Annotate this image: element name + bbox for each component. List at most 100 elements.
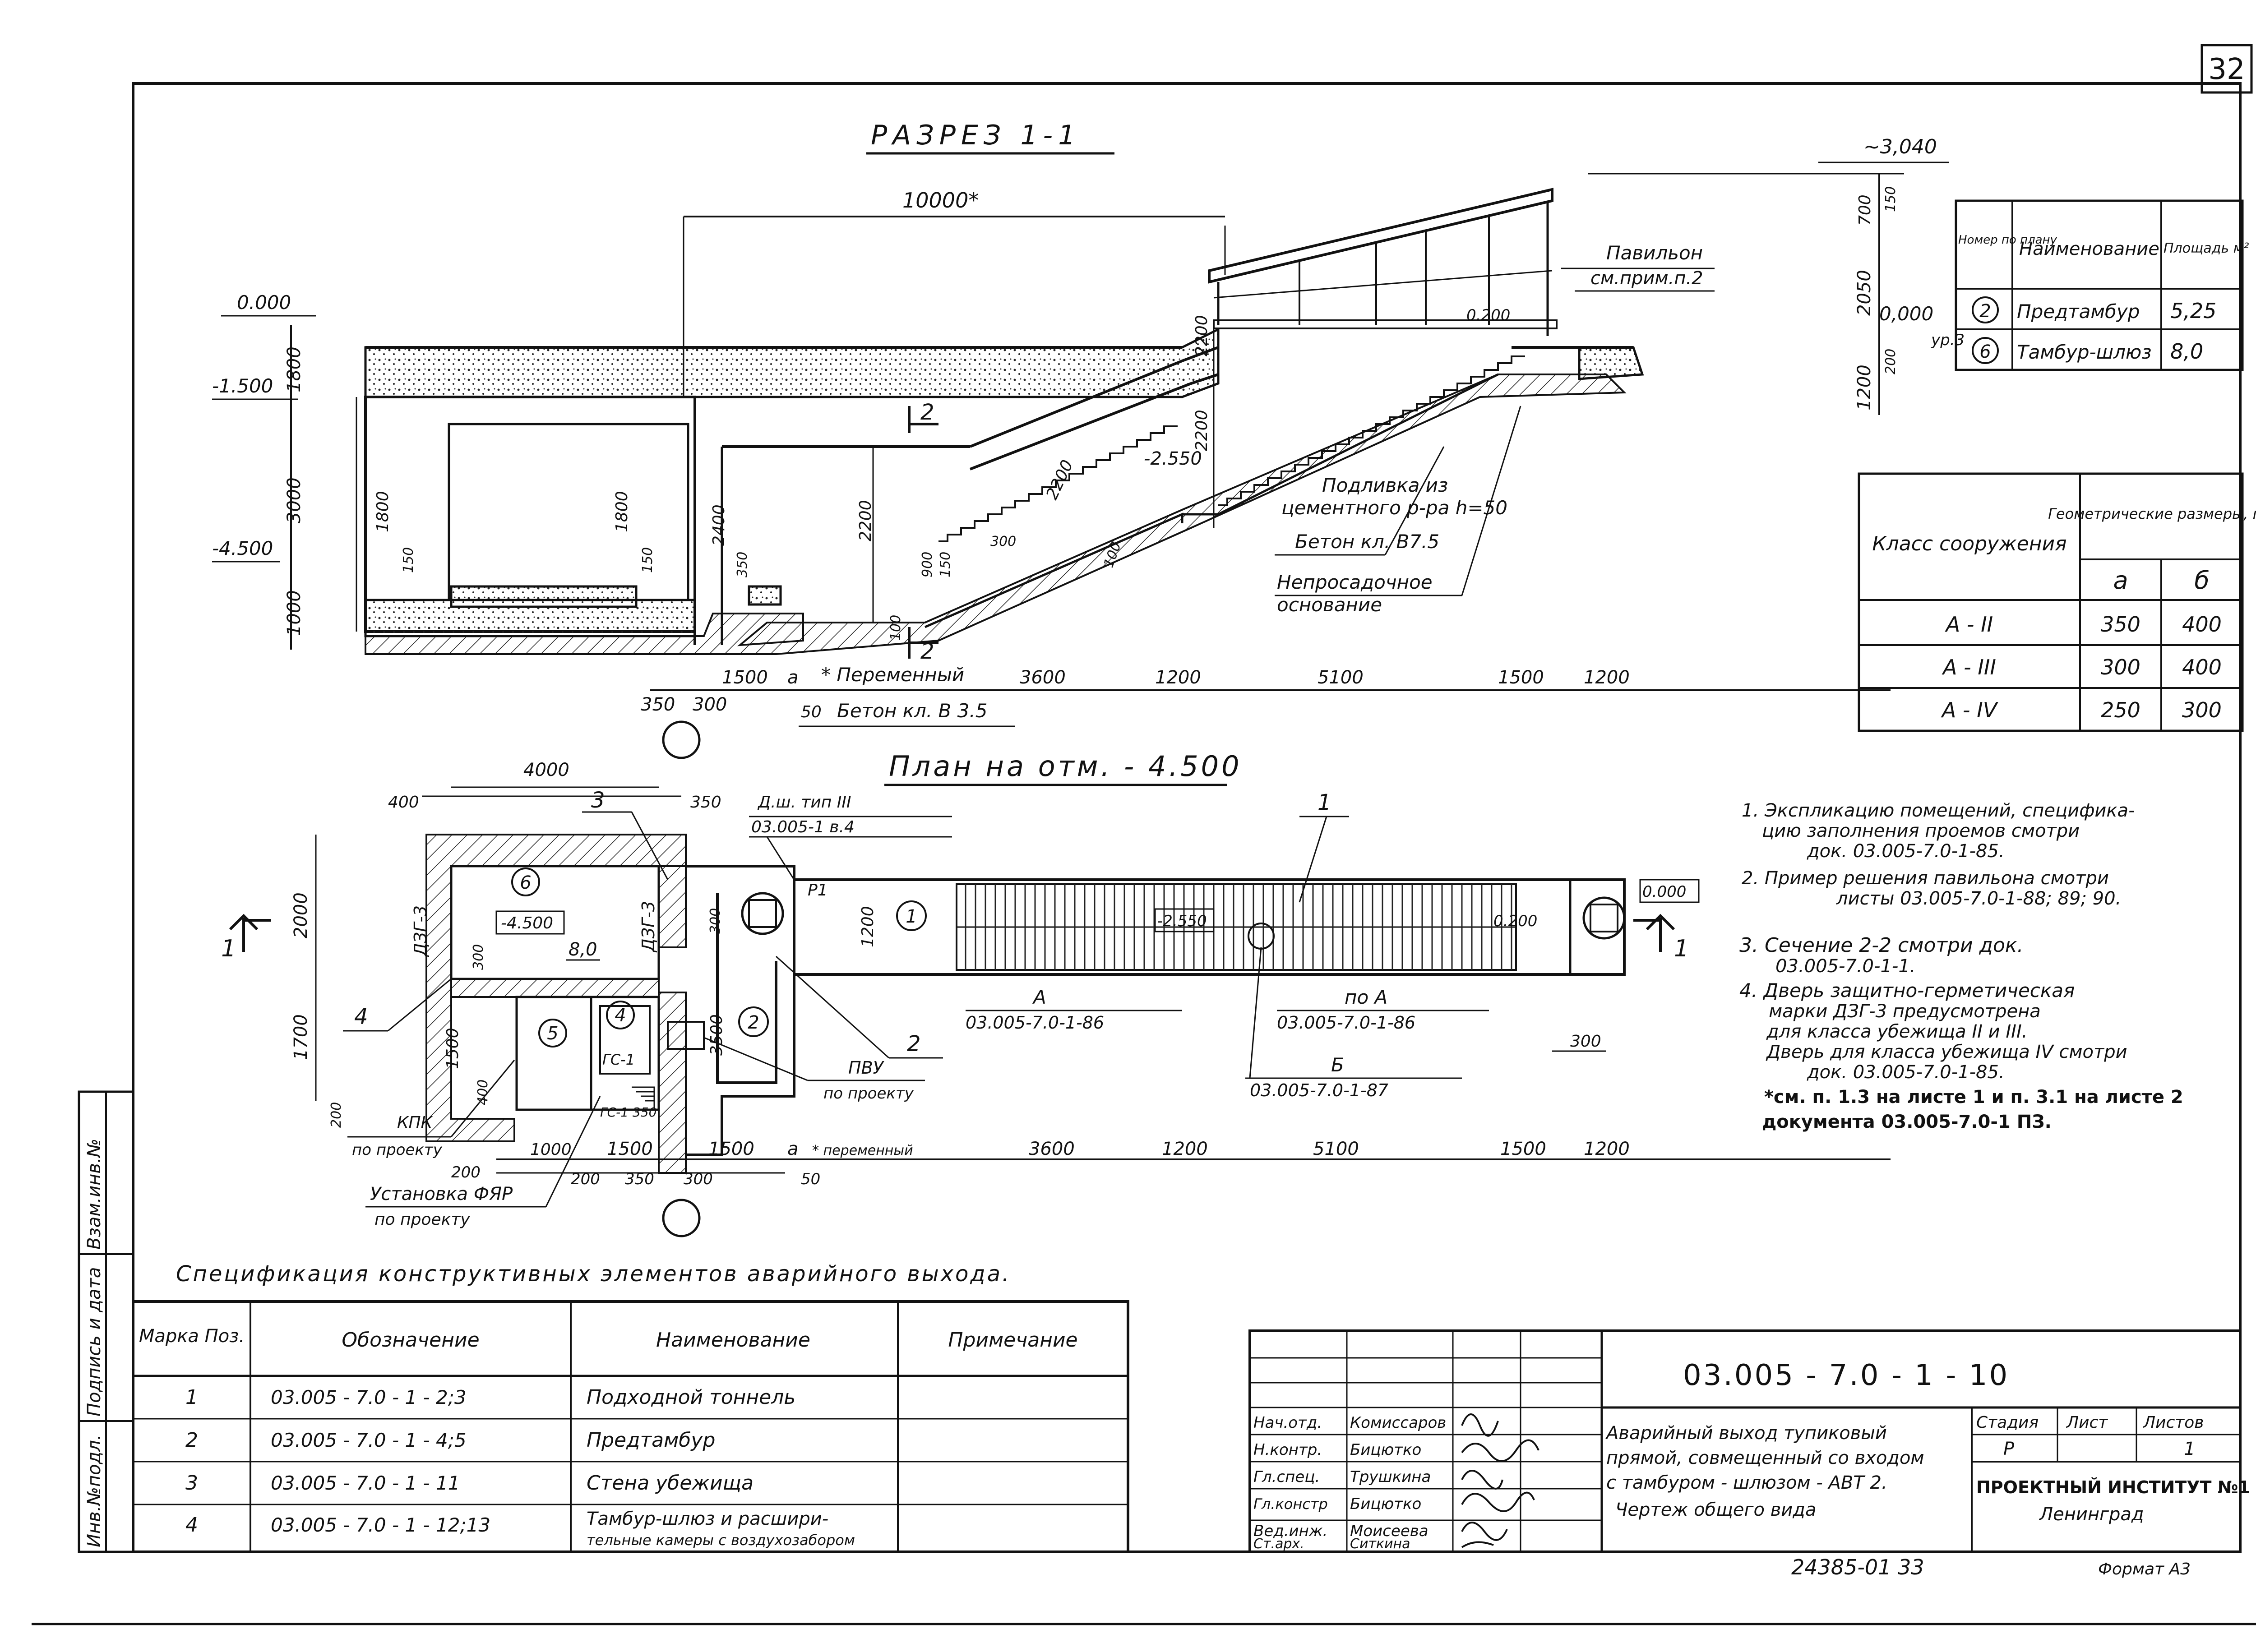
- svg-text:900: 900: [920, 552, 935, 577]
- svg-text:300: 300: [2101, 655, 2140, 679]
- svg-text:Предтамбур: Предтамбур: [587, 1429, 715, 1452]
- svg-text:350: 350: [641, 694, 675, 715]
- svg-text:* переменный: * переменный: [812, 1143, 913, 1158]
- svg-text:Бицютко: Бицютко: [1350, 1495, 1421, 1513]
- svg-text:Обозначение: Обозначение: [342, 1329, 479, 1352]
- svg-text:4000: 4000: [523, 760, 569, 780]
- svg-text:Подходной тоннель: Подходной тоннель: [587, 1386, 795, 1409]
- svg-text:по проекту: по проекту: [374, 1210, 470, 1229]
- svg-text:03.005 - 7.0 - 1 - 10: 03.005 - 7.0 - 1 - 10: [1683, 1359, 2009, 1392]
- svg-text:для класса убежища II и III.: для класса убежища II и III.: [1766, 1021, 2027, 1042]
- svg-text:5100: 5100: [1318, 667, 1364, 688]
- plan-4500: План на отм. - 4.500 6 -4: [221, 750, 1891, 1237]
- svg-text:А - III: А - III: [1942, 655, 1996, 679]
- svg-text:8,0: 8,0: [569, 939, 597, 960]
- svg-text:1200: 1200: [1854, 365, 1875, 411]
- svg-text:-4.500: -4.500: [501, 914, 553, 932]
- svg-text:2200: 2200: [1193, 315, 1211, 356]
- svg-text:Трушкина: Трушкина: [1350, 1468, 1431, 1486]
- svg-text:2: 2: [1979, 301, 1991, 322]
- note-screed2: цементного р-ра h=50: [1281, 497, 1507, 519]
- svg-text:*см. п. 1.3 на листе 1 и п. 3.: *см. п. 1.3 на листе 1 и п. 3.1 на листе…: [1764, 1087, 2183, 1107]
- axis-marker-section: [662, 720, 701, 759]
- svg-text:a: a: [787, 1139, 799, 1159]
- svg-text:Наименование: Наименование: [656, 1329, 810, 1352]
- svg-text:3. Сечение 2-2 смотри док.: 3. Сечение 2-2 смотри док.: [1739, 934, 2023, 957]
- svg-text:1200: 1200: [1584, 667, 1630, 688]
- svg-text:5100: 5100: [1313, 1139, 1359, 1159]
- spec-title: Спецификация конструктивных элементов ав…: [176, 1261, 1011, 1287]
- svg-text:3600: 3600: [1029, 1139, 1075, 1159]
- svg-text:300: 300: [471, 944, 486, 970]
- svg-text:1800: 1800: [374, 491, 392, 532]
- svg-text:400: 400: [2182, 655, 2222, 679]
- elev-0200: 0.200: [1466, 306, 1510, 324]
- sheet-frame: 32: [32, 44, 2256, 1625]
- svg-text:3600: 3600: [1020, 667, 1066, 688]
- svg-text:150: 150: [401, 547, 416, 573]
- svg-text:300: 300: [693, 694, 727, 715]
- svg-text:Стена убежища: Стена убежища: [587, 1472, 754, 1495]
- pavilion: [1208, 188, 1558, 336]
- svg-text:400: 400: [2182, 612, 2222, 637]
- svg-text:150: 150: [1883, 186, 1899, 212]
- note-base: Непросадочное: [1277, 571, 1433, 593]
- svg-text:2400: 2400: [710, 504, 728, 546]
- svg-text:250: 250: [2101, 698, 2140, 722]
- svg-text:2200: 2200: [1043, 457, 1077, 502]
- svg-text:350: 350: [735, 552, 750, 577]
- svg-text:2: 2: [748, 1012, 759, 1033]
- svg-text:Ленинград: Ленинград: [2039, 1504, 2144, 1525]
- rooms-table: Номер по плану Наименование Площадь м² 2…: [1955, 199, 2249, 371]
- svg-text:а: а: [2113, 566, 2128, 595]
- svg-text:300: 300: [2182, 698, 2222, 722]
- dim-10000: 10000*: [902, 188, 979, 212]
- svg-text:Чертеж общего вида: Чертеж общего вида: [1615, 1500, 1816, 1520]
- svg-text:ДЗГ-3: ДЗГ-3: [638, 901, 658, 953]
- svg-text:0.200: 0.200: [1493, 912, 1537, 930]
- svg-text:350: 350: [690, 793, 721, 812]
- svg-text:Гл.спец.: Гл.спец.: [1253, 1468, 1320, 1486]
- svg-text:4. Дверь защитно-герметическая: 4. Дверь защитно-герметическая: [1739, 979, 2075, 1001]
- note-concrete: Бетон кл. В7.5: [1295, 531, 1439, 553]
- svg-text:2: 2: [907, 1031, 921, 1057]
- svg-text:200: 200: [571, 1170, 600, 1188]
- svg-text:по проекту: по проекту: [352, 1141, 443, 1159]
- svg-text:1: 1: [1318, 790, 1331, 815]
- svg-text:1000: 1000: [284, 590, 305, 636]
- svg-text:Д.ш. тип III: Д.ш. тип III: [757, 793, 851, 812]
- class-table: Класс сооружения Геометрические размеры,…: [1858, 472, 2256, 732]
- svg-text:100: 100: [888, 615, 904, 641]
- svg-text:КПК: КПК: [397, 1113, 433, 1132]
- svg-text:по проекту: по проекту: [823, 1084, 914, 1103]
- svg-text:6: 6: [1979, 341, 1991, 362]
- svg-text:Аварийный выход тупиковый: Аварийный выход тупиковый: [1605, 1423, 1887, 1444]
- svg-text:А - II: А - II: [1945, 612, 1993, 637]
- svg-text:150: 150: [640, 547, 656, 573]
- svg-text:1500: 1500: [607, 1139, 653, 1159]
- side-stamp: Инв.№подл. Подпись и дата Взам.инв.№: [78, 1090, 134, 1553]
- svg-text:ГС-1 350: ГС-1 350: [600, 1105, 656, 1120]
- cut-2-top: 2: [920, 400, 934, 425]
- svg-text:1200: 1200: [859, 906, 877, 947]
- svg-text:А - IV: А - IV: [1941, 698, 1999, 722]
- elev-000-right: 0,000: [1879, 303, 1933, 325]
- svg-text:4: 4: [185, 1514, 198, 1537]
- svg-text:8,0: 8,0: [2170, 339, 2203, 364]
- svg-text:Тамбур-шлюз и расшири-: Тамбур-шлюз и расшири-: [587, 1509, 828, 1529]
- svg-text:350: 350: [625, 1170, 654, 1188]
- svg-text:прямой, совмещенный со входом: прямой, совмещенный со входом: [1606, 1448, 1924, 1468]
- note-concrete-b: Бетон кл. В 3.5: [837, 700, 988, 722]
- svg-text:тельные камеры с воздухозаборо: тельные камеры с воздухозабором: [587, 1532, 855, 1549]
- svg-text:150: 150: [938, 552, 953, 577]
- svg-text:2200: 2200: [1193, 410, 1211, 451]
- svg-text:2050: 2050: [1854, 270, 1875, 316]
- svg-text:03.005-1 в.4: 03.005-1 в.4: [751, 818, 855, 836]
- elev-1500: -1.500: [212, 375, 273, 397]
- svg-text:03.005 - 7.0 - 1 - 2;3: 03.005 - 7.0 - 1 - 2;3: [271, 1386, 467, 1408]
- axis-marker-plan: [662, 1199, 701, 1237]
- svg-text:03.005-7.0-1-86: 03.005-7.0-1-86: [966, 1013, 1104, 1033]
- svg-text:Бицютко: Бицютко: [1350, 1441, 1421, 1459]
- svg-text:50: 50: [801, 703, 822, 721]
- svg-text:1800: 1800: [613, 491, 631, 532]
